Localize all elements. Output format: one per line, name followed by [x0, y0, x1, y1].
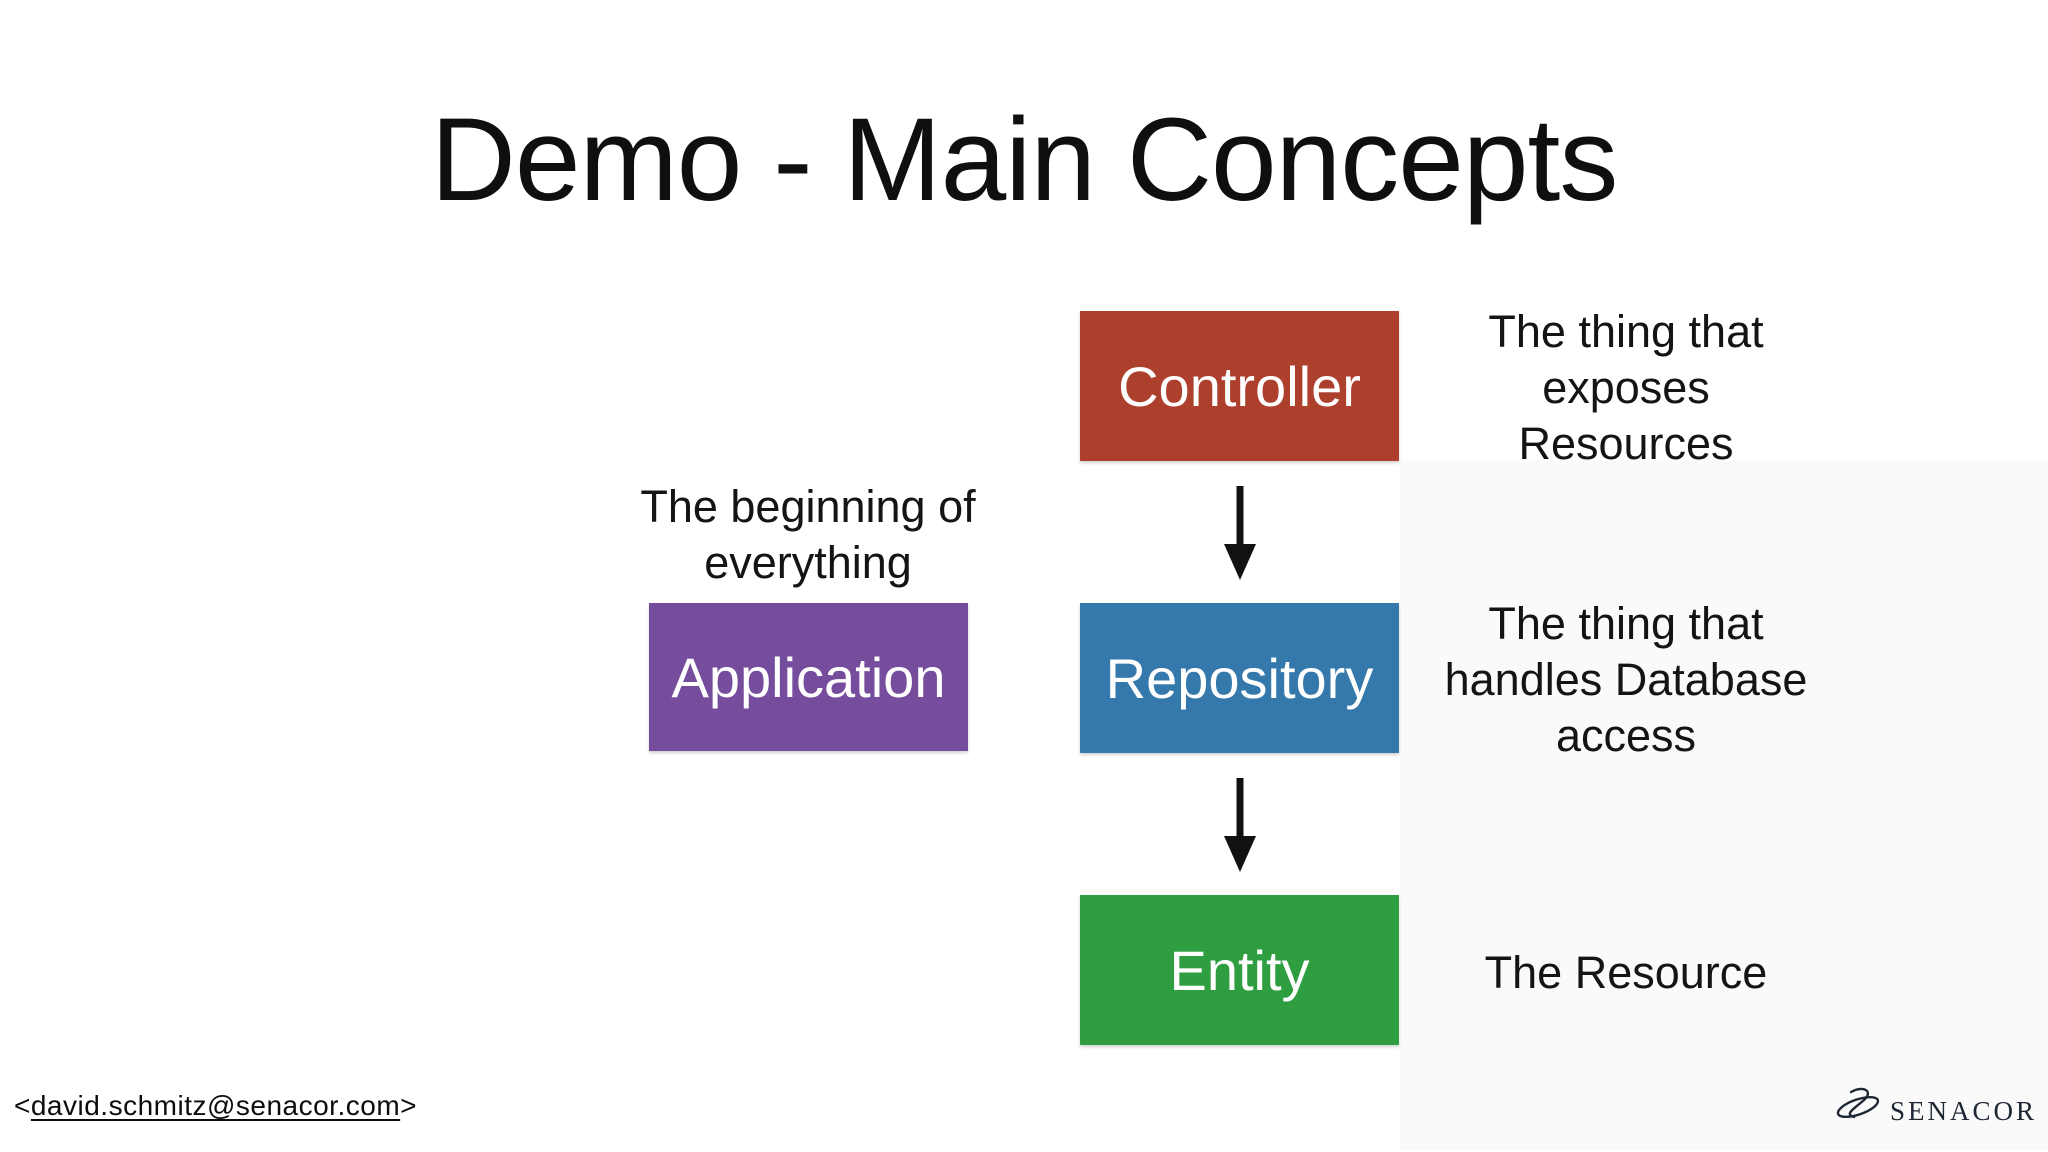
entity-box-label: Entity: [1169, 938, 1310, 1002]
note-line: The thing that: [1488, 598, 1764, 649]
note-line: The thing that: [1488, 306, 1764, 357]
senacor-logo-text: SENACOR: [1890, 1096, 2038, 1126]
senacor-scribble-icon: [1836, 1087, 1880, 1119]
application-note: The beginning of everything: [478, 479, 1138, 591]
note-line: access: [1555, 710, 1697, 761]
application-box: Application: [649, 603, 968, 751]
entity-box: Entity: [1080, 895, 1399, 1045]
entity-note: The Resource: [1296, 945, 1956, 1001]
note-line: Resources: [1518, 418, 1734, 469]
background-tint: [1400, 460, 2048, 1150]
note-line: everything: [704, 537, 912, 588]
email-link[interactable]: david.schmitz@senacor.com: [30, 1090, 401, 1121]
application-box-label: Application: [671, 645, 946, 709]
page-title: Demo - Main Concepts: [430, 94, 1619, 226]
controller-box-label: Controller: [1118, 354, 1361, 418]
repository-box: Repository: [1080, 603, 1399, 753]
arrow-down-icon: [1224, 778, 1256, 872]
senacor-logo: SENACOR: [1834, 1082, 2040, 1128]
note-line: The beginning of: [640, 481, 976, 532]
arrow-down-icon: [1224, 486, 1256, 580]
repository-box-label: Repository: [1105, 646, 1374, 710]
note-line: The Resource: [1484, 947, 1768, 998]
controller-note: The thing that exposes Resources: [1296, 304, 1956, 472]
controller-box: Controller: [1080, 311, 1399, 461]
email-bracket-open: <: [14, 1090, 31, 1121]
footer-email: <david.schmitz@senacor.com>: [14, 1090, 417, 1122]
note-line: handles Database: [1444, 654, 1808, 705]
repository-note: The thing that handles Database access: [1296, 596, 1956, 764]
email-bracket-close: >: [400, 1090, 417, 1121]
note-line: exposes: [1542, 362, 1710, 413]
